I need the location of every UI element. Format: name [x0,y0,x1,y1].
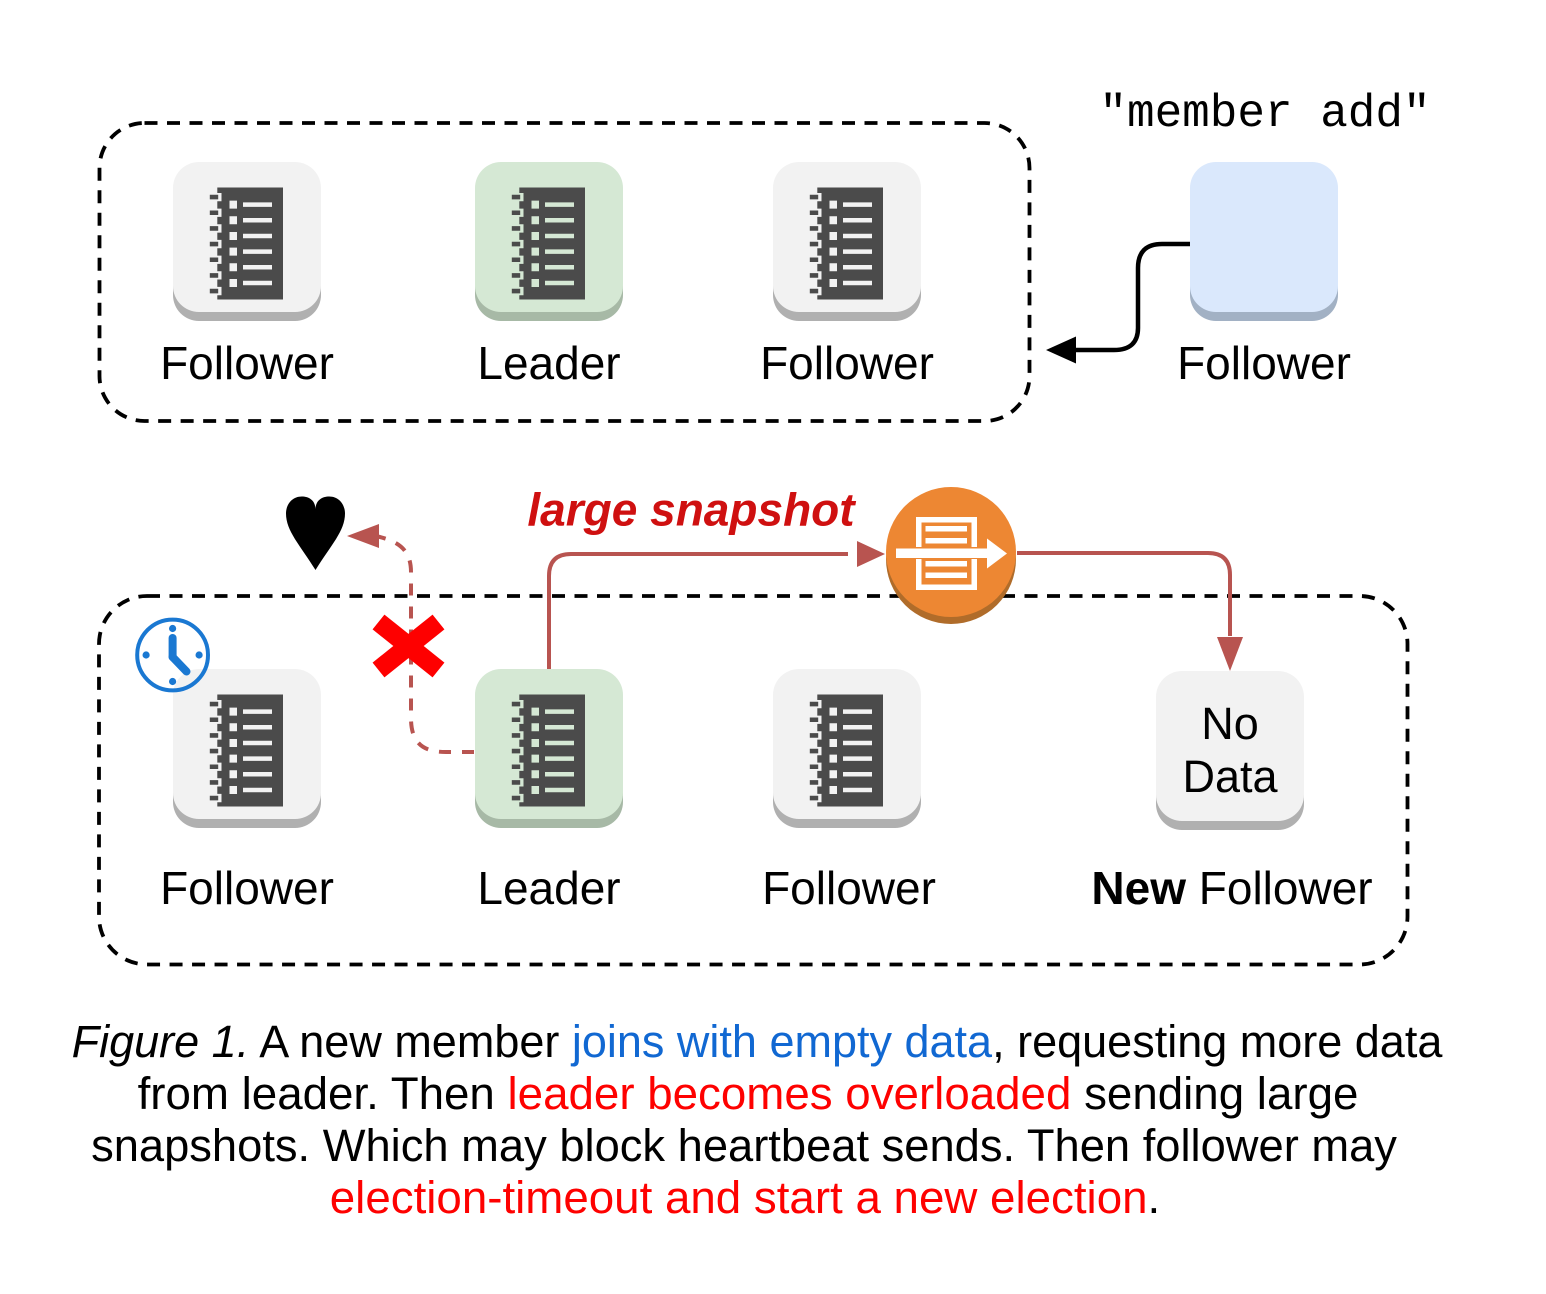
svg-text:from leader. Then leader becom: from leader. Then leader becomes overloa… [138,1068,1359,1119]
svg-text:Data: Data [1182,751,1278,802]
svg-text:New Follower: New Follower [1091,862,1372,914]
svg-text:No: No [1201,698,1259,749]
svg-text:Follower: Follower [762,862,936,914]
svg-text:Follower: Follower [160,337,334,389]
svg-text:Follower: Follower [760,337,934,389]
svg-text:snapshots. Which may block hea: snapshots. Which may block heartbeat sen… [91,1120,1397,1171]
svg-text:large snapshot: large snapshot [527,484,856,536]
svg-text:Figure 1. A new member joins w: Figure 1. A new member joins with empty … [72,1016,1444,1067]
svg-text:Leader: Leader [477,337,620,389]
svg-text:Follower: Follower [160,862,334,914]
svg-text:"member add": "member add" [1099,88,1430,140]
svg-text:Leader: Leader [477,862,620,914]
svg-text:Follower: Follower [1177,337,1351,389]
svg-text:election-timeout and start a n: election-timeout and start a new electio… [330,1172,1160,1223]
